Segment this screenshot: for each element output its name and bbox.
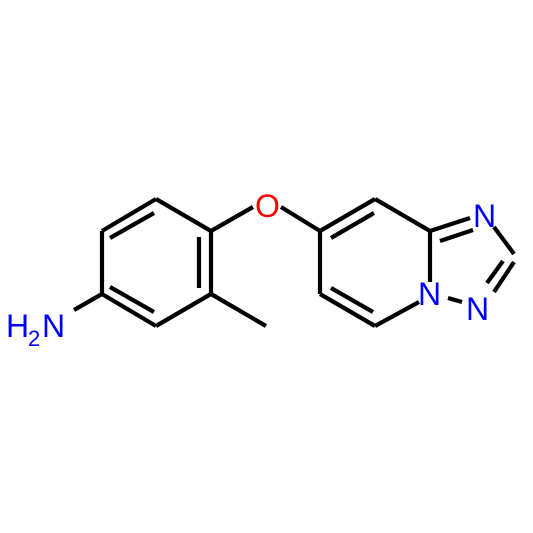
amine-hydrogen-count: 2 [28, 326, 40, 351]
bond-p5-p6-inner [329, 286, 375, 314]
bond-methyl [209, 292, 268, 328]
bond-c6-c1 [100, 197, 158, 233]
bond-ch-n-right-inner [485, 259, 505, 285]
bond-n-p5 [373, 300, 421, 328]
bond-c-o [209, 205, 255, 233]
bond-c3-c4 [154, 292, 213, 328]
bond-c4-c5 [100, 292, 158, 328]
bond-n-right-bridge [447, 295, 463, 305]
bond-ch-n-right [492, 260, 516, 294]
bond-c-n-top-inner [439, 228, 474, 243]
pyridine-ring [317, 197, 433, 328]
bond-c1-c2 [154, 197, 213, 233]
bond-c-n-top [429, 216, 471, 233]
ether-oxygen-label: O [255, 188, 280, 224]
bond-c-nh2 [72, 292, 104, 312]
benzene-ring [99, 197, 214, 328]
bond-p1-p2 [318, 197, 377, 233]
bond-n-top-ch [492, 225, 516, 256]
triazole-nitrogen-top-label: N [473, 198, 496, 234]
bond-p2-p3 [373, 197, 432, 233]
amine-nitrogen-label: N [42, 308, 65, 344]
bond-o-c [279, 205, 322, 233]
triazole-nitrogen-right-label: N [466, 291, 489, 327]
bond-p1-p2-inner [329, 211, 376, 240]
amine-hydrogen-label: H [6, 308, 29, 344]
bond-p5-p6 [318, 292, 377, 328]
triazole-ring [429, 216, 516, 305]
bridgehead-nitrogen-label: N [418, 276, 441, 312]
bond-c4-c5-inner [108, 285, 156, 314]
bond-c6-c1-inner [108, 211, 156, 240]
